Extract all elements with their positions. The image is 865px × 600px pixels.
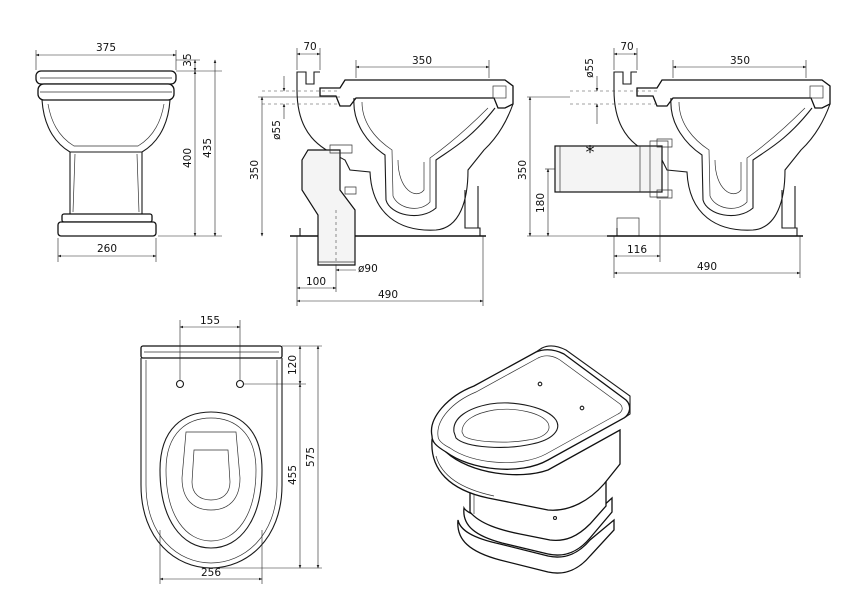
side-view-floor: 70 350 ø55 350 100 ø90 490	[249, 41, 514, 306]
front-view: 375 35 400 435 260	[35, 42, 222, 262]
floor-pipe-offset-label: 100	[306, 276, 326, 288]
perspective-seat	[430, 349, 631, 470]
floor-depth-label: 490	[378, 289, 398, 301]
wall-pipe-height-label: 180	[535, 193, 547, 213]
top-width-label: 256	[201, 567, 221, 579]
top-seat-length-label: 455	[287, 465, 299, 485]
floor-bowl-width-label: 350	[412, 55, 432, 67]
floor-outlet-width-label: 70	[303, 41, 316, 53]
wall-outlet-pipe	[554, 145, 663, 193]
top-fixing-hole-left	[175, 379, 185, 389]
perspective-bowl	[431, 428, 621, 511]
wall-outlet-width-label: 70	[620, 41, 633, 53]
front-base	[61, 213, 153, 223]
side-view-wall: * 70 350 ø55 350 180 116 490	[517, 41, 831, 278]
front-pedestal	[69, 152, 143, 214]
front-lid	[35, 70, 177, 85]
top-outline	[140, 358, 283, 569]
wall-depth-label: 490	[697, 261, 717, 273]
floor-view-bowl	[353, 97, 496, 217]
perspective-view	[430, 345, 631, 574]
wall-pipe-offset-label: 116	[627, 244, 647, 256]
front-lid-height-label: 35	[182, 53, 194, 66]
floor-view-rim	[319, 79, 514, 109]
front-top-width-label: 375	[96, 42, 116, 54]
wall-inlet-diameter-label: ø55	[584, 58, 596, 78]
wall-bowl-width-label: 350	[730, 55, 750, 67]
perspective-base	[457, 518, 615, 574]
floor-inlet-diameter-label: ø55	[271, 120, 283, 140]
floor-outlet-pipe	[301, 149, 356, 266]
front-base-width-label: 260	[97, 243, 117, 255]
floor-pipe-diameter-label: ø90	[358, 263, 378, 275]
wall-note-marker: *	[586, 142, 595, 163]
top-hole-spacing-label: 155	[200, 315, 220, 327]
front-body-height-label: 400	[182, 148, 194, 168]
front-bowl	[41, 99, 171, 153]
perspective-bowl-opening	[453, 402, 559, 448]
front-total-height-label: 435	[202, 138, 214, 158]
top-total-length-label: 575	[305, 447, 317, 467]
wall-view-rim	[636, 79, 831, 109]
top-fixing-hole-right	[235, 379, 245, 389]
wall-outlet-height-label: 350	[517, 160, 529, 180]
top-view: 155 120 455 575 256	[140, 315, 322, 584]
top-bowl-opening	[159, 411, 263, 549]
floor-outlet-height-label: 350	[249, 160, 261, 180]
top-hole-offset-label: 120	[287, 355, 299, 375]
